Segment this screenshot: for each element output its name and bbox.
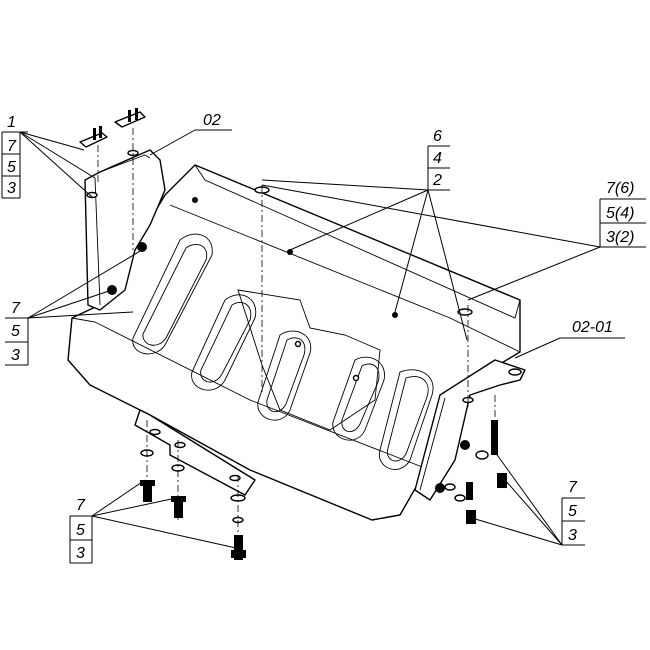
assembly-axes bbox=[97, 128, 496, 560]
callout-top-left-4: 3 bbox=[7, 180, 16, 197]
callout-top-left-2: 7 bbox=[7, 138, 17, 155]
callout-bottom-right-1: 7 bbox=[568, 479, 578, 496]
callout-top-left: 1 7 5 3 bbox=[1, 114, 96, 199]
callout-top-center-2: 4 bbox=[433, 150, 442, 167]
callout-bottom-right-3: 3 bbox=[568, 527, 577, 544]
callout-bottom-left: 7 5 3 bbox=[69, 479, 237, 564]
callout-bottom-right: 7 5 3 bbox=[471, 451, 585, 546]
callout-bracket-right: 02-01 bbox=[514, 319, 625, 359]
right-bracket bbox=[414, 359, 526, 501]
callout-right-top-2: 5(4) bbox=[606, 205, 634, 222]
callout-02: 02 bbox=[203, 112, 221, 129]
clamp-plates bbox=[79, 108, 146, 148]
callout-top-left-1: 1 bbox=[7, 114, 16, 131]
callout-right-top-1: 7(6) bbox=[606, 180, 634, 197]
callout-mid-left-1: 7 bbox=[11, 300, 21, 317]
callout-right-top: 7(6) 5(4) 3(2) bbox=[261, 180, 646, 301]
callout-top-center-3: 2 bbox=[432, 172, 442, 189]
callout-bottom-left-1: 7 bbox=[76, 497, 86, 514]
callout-mid-left: 7 5 3 bbox=[5, 249, 143, 366]
callout-mid-left-3: 3 bbox=[11, 347, 20, 364]
left-bracket bbox=[84, 149, 166, 311]
callout-right-top-3: 3(2) bbox=[606, 229, 634, 246]
callout-bottom-left-2: 5 bbox=[76, 522, 85, 539]
callout-02-01: 02-01 bbox=[572, 319, 613, 336]
callout-top-left-3: 5 bbox=[7, 159, 16, 176]
callout-mid-left-2: 5 bbox=[11, 323, 20, 340]
front-mount-tab bbox=[134, 409, 256, 496]
callout-bracket-left: 02 bbox=[149, 112, 232, 156]
skid-plate bbox=[67, 164, 521, 521]
callout-top-center: 6 4 2 bbox=[261, 128, 468, 341]
callout-bottom-right-2: 5 bbox=[568, 503, 577, 520]
callout-bottom-left-3: 3 bbox=[76, 545, 85, 562]
callout-top-center-1: 6 bbox=[433, 128, 442, 145]
